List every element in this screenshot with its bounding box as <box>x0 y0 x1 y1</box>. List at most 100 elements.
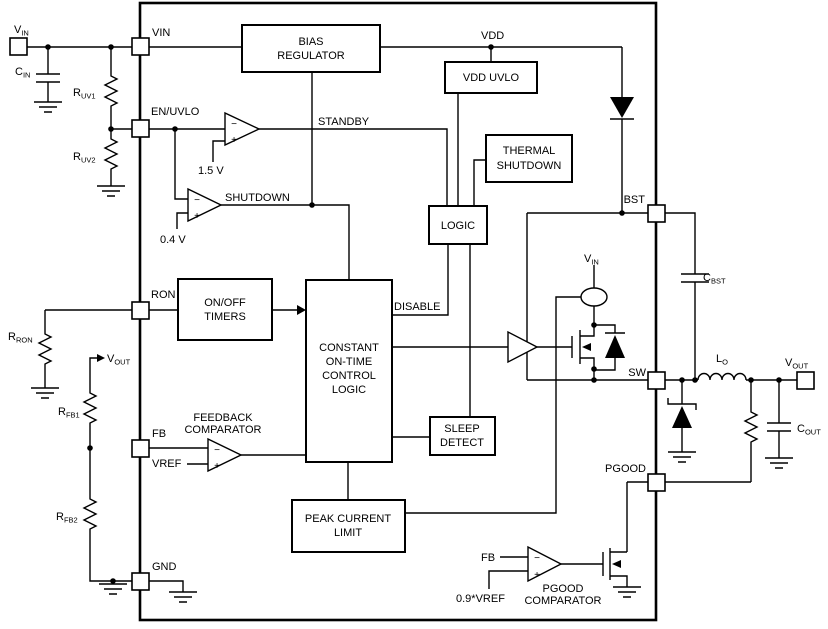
block-label: DETECT <box>440 437 484 449</box>
resistor-rfb2 <box>83 494 97 532</box>
block-bias-regulator: BIAS REGULATOR <box>241 24 381 73</box>
junction-dot <box>108 126 114 132</box>
junction-dot <box>172 126 178 132</box>
diode-bootstrap <box>610 97 634 120</box>
minus-sign: − <box>534 553 540 564</box>
block-label: LOGIC <box>441 220 475 232</box>
label-vout-pad: VOUT <box>785 357 809 371</box>
wire-standby <box>259 128 448 206</box>
block-peak-current-limit: PEAK CURRENT LIMIT <box>291 499 406 553</box>
wire-ron <box>44 309 298 388</box>
label-pin-fb: FB <box>152 428 166 440</box>
block-thermal-shutdown: THERMAL SHUTDOWN <box>485 134 573 183</box>
wire-bst <box>526 212 709 380</box>
pin-gnd <box>131 572 150 591</box>
label-pgood-fb: FB <box>481 552 495 564</box>
pad-vin <box>9 37 28 56</box>
ground-rfb2 <box>98 583 128 595</box>
label-pin-bst: BST <box>624 194 646 206</box>
resistor-ruv2 <box>104 134 118 172</box>
pin-sw <box>647 371 666 390</box>
comparators: − + − + − + − + <box>187 111 563 583</box>
block-label: ON-TIME <box>326 356 372 368</box>
label-feedback-comparator: FEEDBACK <box>193 412 253 424</box>
label-shutdown: SHUTDOWN <box>225 192 290 204</box>
pin-pgood <box>647 473 666 492</box>
wire-pgood <box>626 380 752 552</box>
block-label: PEAK CURRENT <box>305 513 391 525</box>
block-label: REGULATOR <box>277 50 344 62</box>
block-on-off-timers: ON/OFF TIMERS <box>177 278 273 341</box>
resistor-ruv1 <box>104 71 118 109</box>
ground-symbols <box>30 101 794 603</box>
function-blocks: BIAS REGULATOR VDD UVLO THERMAL SHUTDOWN… <box>177 24 573 553</box>
ground-cin <box>33 101 63 113</box>
plus-sign: + <box>194 211 200 222</box>
label-vin-pad: VIN <box>14 24 29 38</box>
label-feedback-comparator: COMPARATOR <box>184 424 261 436</box>
block-logic: LOGIC <box>428 205 488 245</box>
label-ref-1v5: 1.5 V <box>198 165 224 177</box>
ground-gnd-pin <box>168 591 198 603</box>
block-label: CONSTANT <box>319 342 379 354</box>
diode-catch <box>672 406 692 428</box>
label-disable: DISABLE <box>394 301 440 313</box>
mosfet-body-arrow <box>582 343 591 351</box>
wire-feedback-divider <box>89 357 184 592</box>
resistor-pgood-pullup <box>744 407 758 445</box>
pin-bst <box>647 204 666 223</box>
resistor-rfb1 <box>83 388 97 426</box>
current-source <box>580 287 608 307</box>
pin-ron <box>131 301 150 320</box>
block-label: BIAS <box>298 36 323 48</box>
wire-catch-diode <box>667 380 697 452</box>
mosfet-high-side <box>571 325 595 369</box>
block-label: CONTROL <box>322 370 376 382</box>
label-vref: VREF <box>152 458 182 470</box>
pin-en-uvlo <box>131 119 150 138</box>
resistor-rron <box>38 329 52 367</box>
inductor-lo <box>697 372 747 381</box>
junction-dot <box>591 322 597 328</box>
ground-pgood-fet <box>612 586 642 598</box>
wire-peak-limit <box>405 296 581 514</box>
junction-dot <box>488 44 494 50</box>
pad-vout <box>796 371 815 390</box>
block-label: ON/OFF <box>204 297 246 309</box>
block-label: LIMIT <box>334 527 362 539</box>
label-vin-internal: VIN <box>584 253 599 267</box>
label-ref-0v4: 0.4 V <box>160 234 186 246</box>
block-label: SLEEP <box>444 423 479 435</box>
comparator-pgood: − + <box>527 545 563 583</box>
wire-pgood-comparator <box>488 556 603 589</box>
block-label: TIMERS <box>204 311 246 323</box>
junction-dot <box>309 202 315 208</box>
arrowhead-vout-sense <box>97 354 105 362</box>
label-pin-en-uvlo: EN/UVLO <box>151 106 200 118</box>
label-pin-sw: SW <box>628 367 646 379</box>
gate-driver-buffer <box>507 330 539 364</box>
junction-dot <box>591 377 597 383</box>
wire-cot-out <box>347 346 572 500</box>
wire-en-comparators <box>149 128 225 229</box>
mosfet-pgood <box>602 548 628 587</box>
labels: VIN EN/UVLO RON FB VREF GND BST SW PGOOD… <box>8 24 821 607</box>
label-vdd: VDD <box>481 30 504 42</box>
block-label: THERMAL <box>503 145 556 157</box>
label-ruv2: RUV2 <box>73 151 96 165</box>
label-standby: STANDBY <box>318 116 370 128</box>
semiconductors <box>571 97 692 587</box>
plus-sign: + <box>214 461 220 472</box>
block-label: LOGIC <box>332 384 366 396</box>
pin-fb <box>131 439 150 458</box>
label-pin-gnd: GND <box>152 561 177 573</box>
junction-dot <box>679 377 685 383</box>
label-pin-vin: VIN <box>152 27 170 39</box>
diode-body <box>593 324 625 380</box>
label-pin-ron: RON <box>151 289 176 301</box>
comparator-shutdown: − + <box>187 187 223 223</box>
comparator-feedback: − + <box>207 437 243 473</box>
comparator-standby: − + <box>224 111 261 147</box>
junction-dot <box>591 366 597 372</box>
